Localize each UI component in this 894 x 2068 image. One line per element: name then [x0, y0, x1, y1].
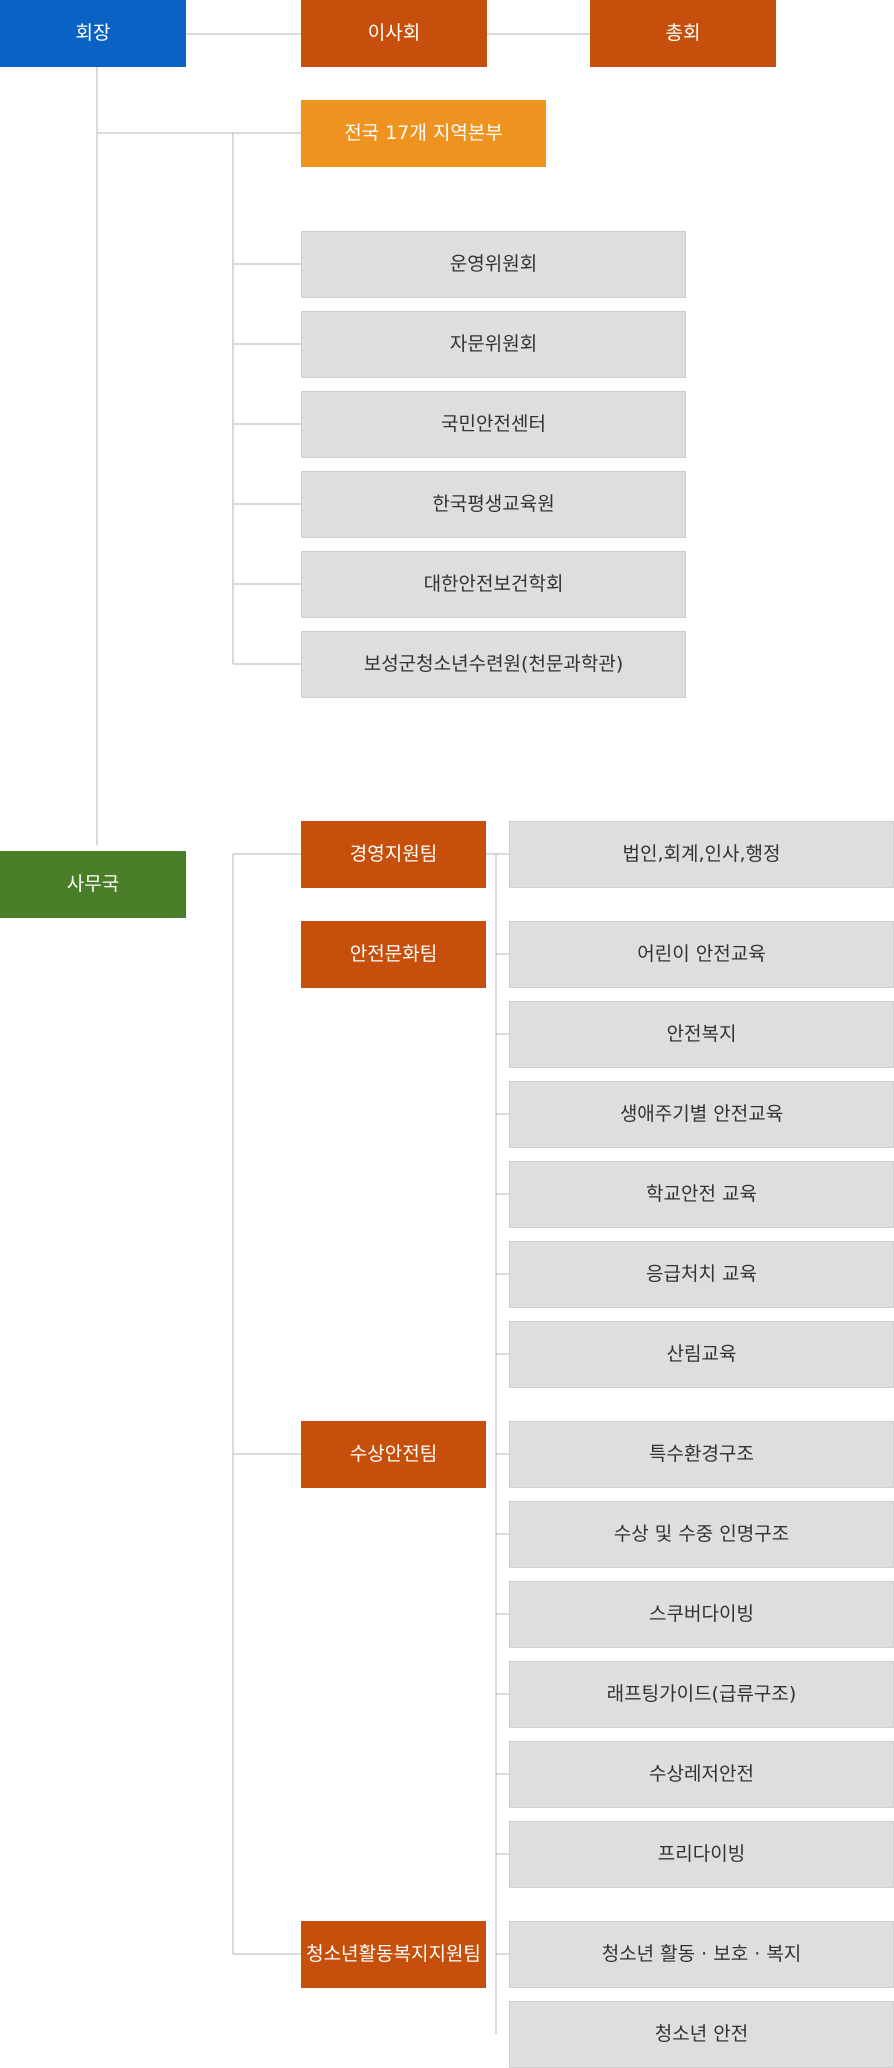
regional-hq-box: 전국 17개 지역본부: [301, 100, 546, 167]
team-box-management: 경영지원팀: [301, 821, 486, 888]
duty-box: 응급처치 교육: [509, 1241, 894, 1308]
committee-box: 국민안전센터: [301, 391, 686, 458]
duty-box: 수상레저안전: [509, 1741, 894, 1808]
committee-box: 한국평생교육원: [301, 471, 686, 538]
committee-box: 보성군청소년수련원(천문과학관): [301, 631, 686, 698]
duty-box: 수상 및 수중 인명구조: [509, 1501, 894, 1568]
chairman-box: 회장: [0, 0, 186, 67]
duty-box: 생애주기별 안전교육: [509, 1081, 894, 1148]
duty-box: 청소년 안전: [509, 2001, 894, 2068]
duty-box: 안전복지: [509, 1001, 894, 1068]
duty-box: 학교안전 교육: [509, 1161, 894, 1228]
committee-box: 대한안전보건학회: [301, 551, 686, 618]
committee-box: 운영위원회: [301, 231, 686, 298]
duty-box: 어린이 안전교육: [509, 921, 894, 988]
duty-box: 스쿠버다이빙: [509, 1581, 894, 1648]
general-assembly-box: 총회: [590, 0, 776, 67]
team-box-water-safety: 수상안전팀: [301, 1421, 486, 1488]
duty-box: 특수환경구조: [509, 1421, 894, 1488]
duty-box: 법인,회계,인사,행정: [509, 821, 894, 888]
duty-box: 산림교육: [509, 1321, 894, 1388]
board-box: 이사회: [301, 0, 487, 67]
duty-box: 청소년 활동 · 보호 · 복지: [509, 1921, 894, 1988]
duty-box: 래프팅가이드(급류구조): [509, 1661, 894, 1728]
committee-box: 자문위원회: [301, 311, 686, 378]
secretariat-box: 사무국: [0, 851, 186, 918]
duty-box: 프리다이빙: [509, 1821, 894, 1888]
team-box-safety-culture: 안전문화팀: [301, 921, 486, 988]
team-box-youth-welfare: 청소년활동복지지원팀: [301, 1921, 486, 1988]
